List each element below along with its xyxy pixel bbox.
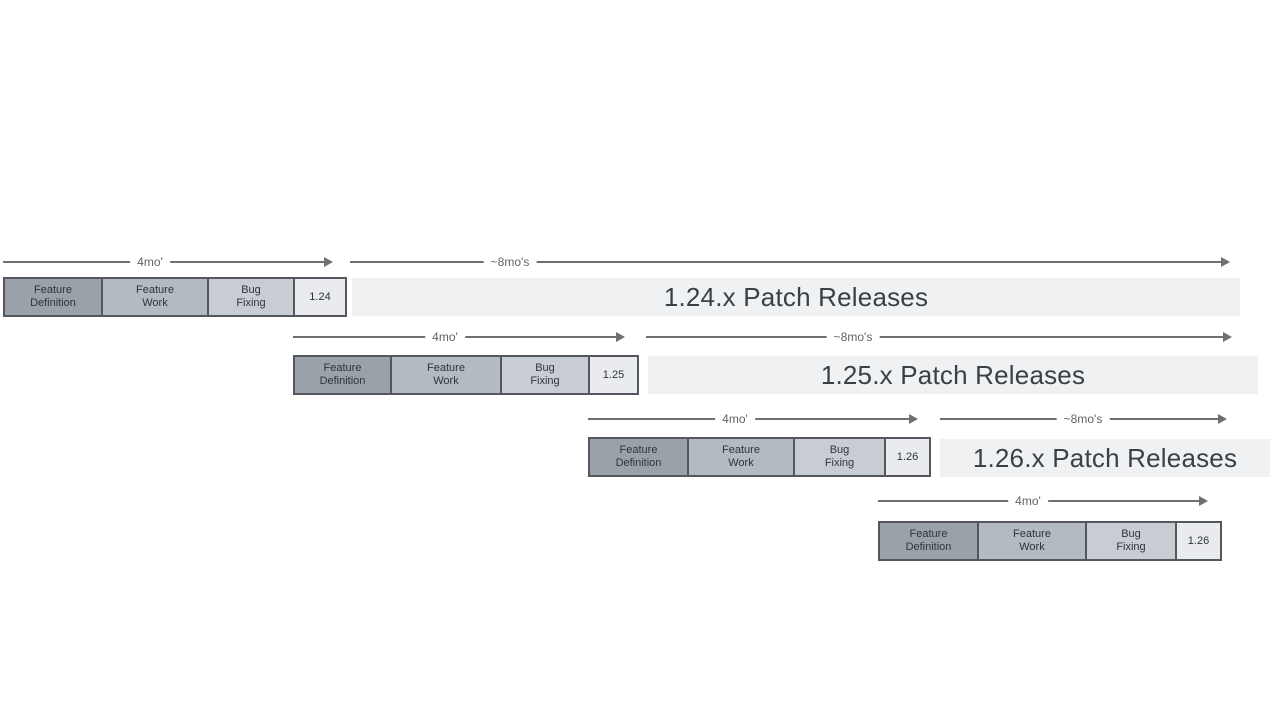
arrowhead-icon [324, 257, 333, 267]
duration-arrow-4mo: 4mo' [293, 329, 625, 346]
version-box: 1.25 [588, 357, 637, 393]
arrow-label-4mo: 4mo' [425, 329, 465, 346]
patch-releases-bar-1-25: 1.25.x Patch Releases [648, 356, 1258, 394]
arrowhead-icon [1223, 332, 1232, 342]
duration-arrow-4mo: 4mo' [878, 493, 1208, 510]
arrowhead-icon [1199, 496, 1208, 506]
arrow-label-8mo: ~8mo's [826, 329, 880, 346]
patch-releases-bar-1-24: 1.24.x Patch Releases [352, 278, 1240, 316]
arrowhead-icon [909, 414, 918, 424]
duration-arrow-8mo: ~8mo's [940, 411, 1227, 428]
stage-box-feature-work: Feature Work [390, 357, 500, 393]
stage-box-bug-fixing: Bug Fixing [207, 279, 293, 315]
stage-box-feature-definition: Feature Definition [880, 523, 977, 559]
duration-arrow-8mo: ~8mo's [350, 254, 1230, 271]
arrow-label-4mo: 4mo' [1008, 493, 1048, 510]
stage-box-feature-definition: Feature Definition [5, 279, 101, 315]
stage-box-feature-work: Feature Work [977, 523, 1085, 559]
stage-box-bug-fixing: Bug Fixing [793, 439, 884, 475]
version-box: 1.26 [1175, 523, 1220, 559]
stage-box-feature-work: Feature Work [101, 279, 207, 315]
version-box: 1.26 [884, 439, 929, 475]
arrow-label-4mo: 4mo' [130, 254, 170, 271]
duration-arrow-4mo: 4mo' [3, 254, 333, 271]
stage-box-bug-fixing: Bug Fixing [500, 357, 588, 393]
release-cycle-row-1-25: Feature Definition Feature Work Bug Fixi… [293, 355, 639, 395]
stage-box-bug-fixing: Bug Fixing [1085, 523, 1175, 559]
release-cycle-row-next: Feature Definition Feature Work Bug Fixi… [878, 521, 1222, 561]
arrowhead-icon [616, 332, 625, 342]
patch-releases-bar-1-26: 1.26.x Patch Releases [940, 439, 1270, 477]
version-box: 1.24 [293, 279, 345, 315]
duration-arrow-8mo: ~8mo's [646, 329, 1232, 346]
arrow-label-4mo: 4mo' [715, 411, 755, 428]
release-cycle-row-1-26: Feature Definition Feature Work Bug Fixi… [588, 437, 931, 477]
stage-box-feature-definition: Feature Definition [590, 439, 687, 475]
duration-arrow-4mo: 4mo' [588, 411, 918, 428]
stage-box-feature-definition: Feature Definition [295, 357, 390, 393]
release-cycle-row-1-24: Feature Definition Feature Work Bug Fixi… [3, 277, 347, 317]
arrowhead-icon [1218, 414, 1227, 424]
stage-box-feature-work: Feature Work [687, 439, 793, 475]
arrow-label-8mo: ~8mo's [483, 254, 537, 271]
arrow-label-8mo: ~8mo's [1056, 411, 1110, 428]
arrowhead-icon [1221, 257, 1230, 267]
